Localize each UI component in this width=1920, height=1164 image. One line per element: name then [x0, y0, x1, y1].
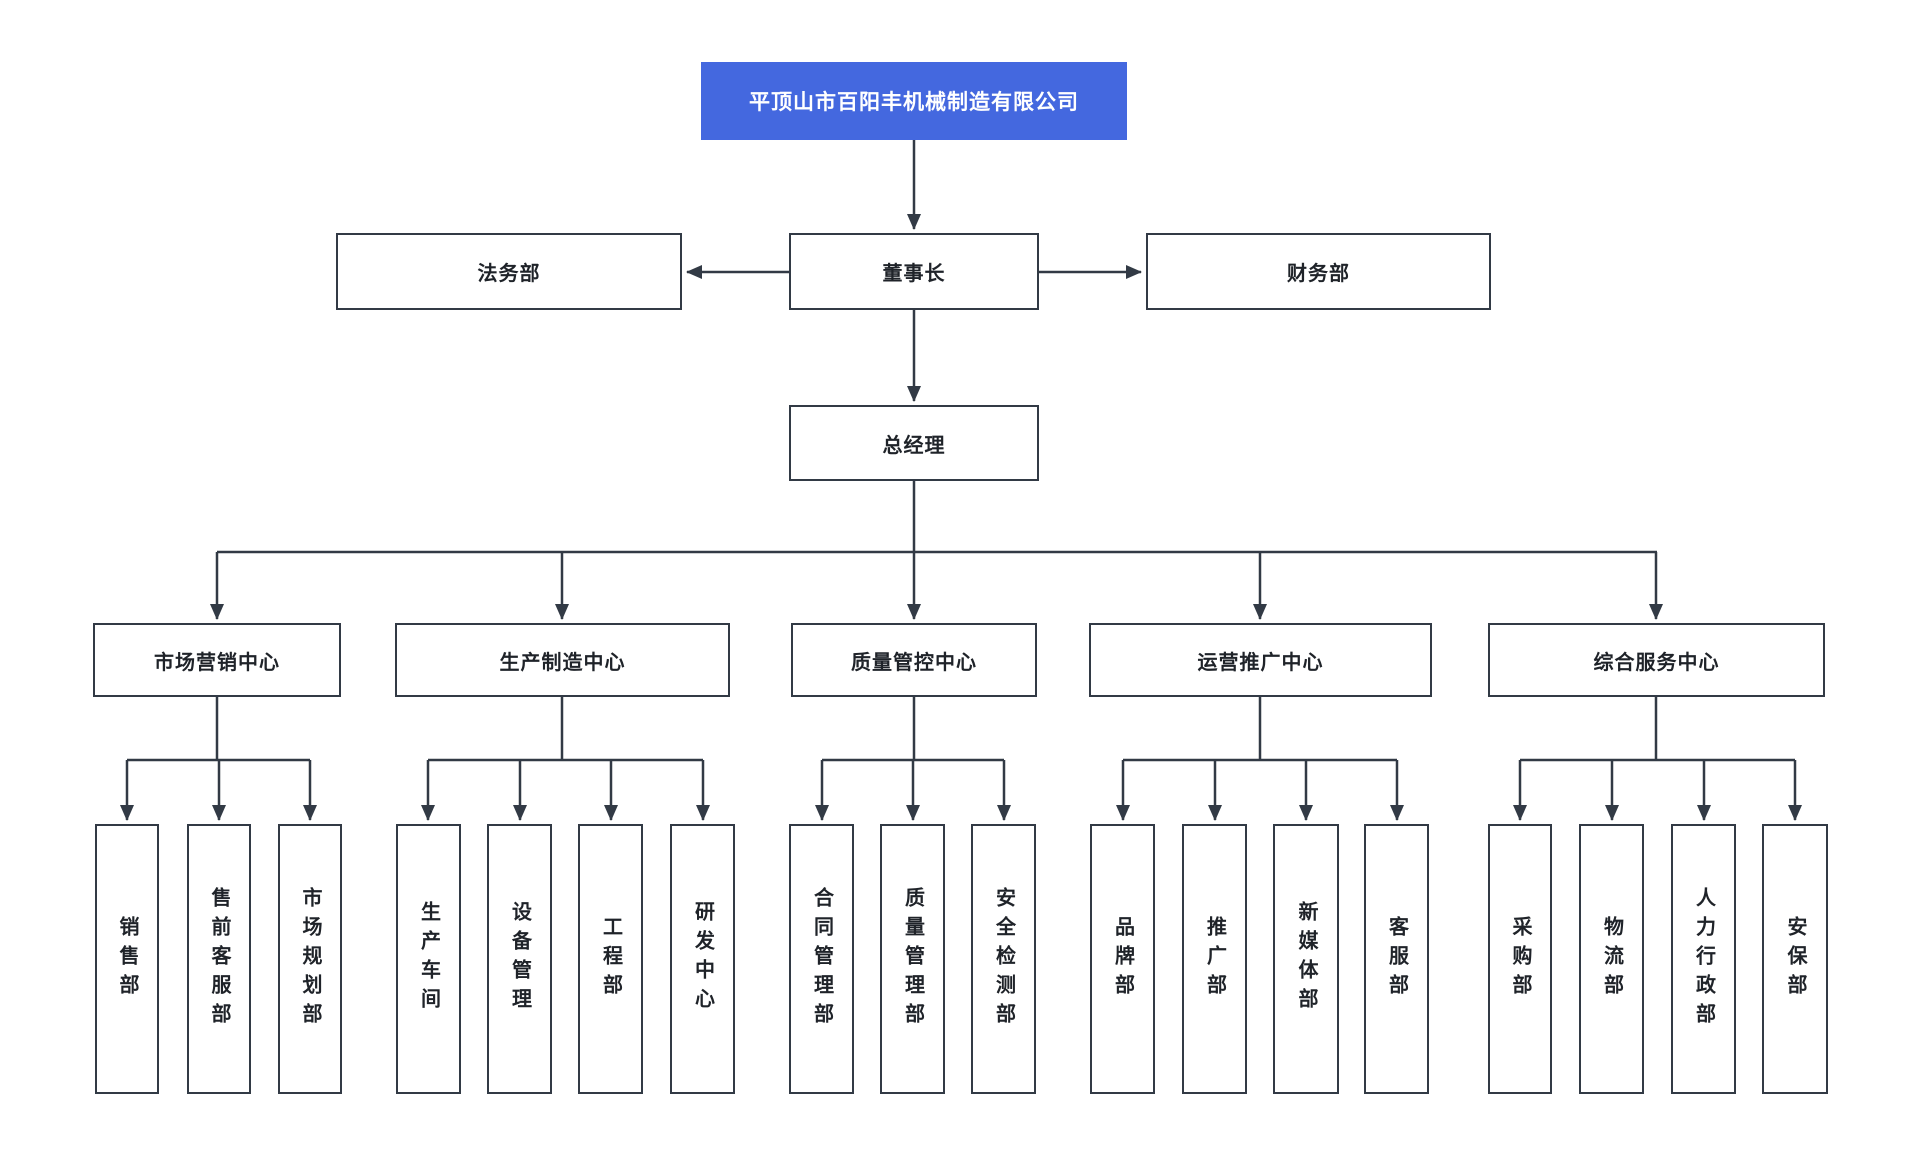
- org-node-center-quality: 质量管控中心: [791, 623, 1037, 697]
- dept-label: 售前客服部: [208, 886, 230, 1032]
- dept-label: 质量管理部: [901, 886, 924, 1032]
- org-node-dept-safety-inspection: 安全检测部: [971, 824, 1036, 1094]
- org-node-finance: 财务部: [1146, 233, 1491, 310]
- org-node-chairman: 董事长: [789, 233, 1039, 310]
- org-node-legal: 法务部: [336, 233, 682, 310]
- org-node-center-marketing: 市场营销中心: [93, 623, 341, 697]
- org-node-dept-security: 安保部: [1762, 824, 1828, 1094]
- org-node-dept-customer-service: 客服部: [1364, 824, 1429, 1094]
- dept-label: 安保部: [1784, 915, 1806, 1003]
- org-node-dept-sales: 销售部: [95, 824, 159, 1094]
- dept-label: 研发中心: [691, 901, 714, 1017]
- dept-label: 客服部: [1385, 915, 1408, 1003]
- dept-label: 新媒体部: [1295, 901, 1317, 1017]
- org-node-company: 平顶山市百阳丰机械制造有限公司: [701, 62, 1127, 140]
- finance-label: 财务部: [1287, 263, 1350, 285]
- center-label: 运营推广中心: [1197, 651, 1324, 674]
- org-node-dept-engineering: 工程部: [578, 824, 643, 1094]
- dept-label: 物流部: [1600, 915, 1623, 1003]
- dept-label: 品牌部: [1111, 915, 1134, 1003]
- org-node-dept-promotion: 推广部: [1182, 824, 1247, 1094]
- center-label: 质量管控中心: [851, 651, 977, 674]
- org-node-dept-presales-service: 售前客服部: [187, 824, 251, 1094]
- org-node-dept-contract-mgmt: 合同管理部: [789, 824, 854, 1094]
- org-node-dept-hr-admin: 人力行政部: [1671, 824, 1736, 1094]
- org-node-dept-market-planning: 市场规划部: [278, 824, 342, 1094]
- org-node-center-production: 生产制造中心: [395, 623, 730, 697]
- dept-label: 采购部: [1509, 915, 1531, 1003]
- dept-label: 市场规划部: [299, 886, 321, 1032]
- org-node-dept-purchasing: 采购部: [1488, 824, 1552, 1094]
- org-node-dept-production-workshop: 生产车间: [396, 824, 461, 1094]
- dept-label: 安全检测部: [992, 886, 1015, 1032]
- org-node-center-operations: 运营推广中心: [1089, 623, 1432, 697]
- center-label: 生产制造中心: [499, 651, 626, 674]
- chairman-label: 董事长: [882, 263, 946, 285]
- center-label: 综合服务中心: [1593, 651, 1720, 674]
- dept-label: 工程部: [599, 915, 622, 1003]
- org-node-dept-equipment-mgmt: 设备管理: [487, 824, 552, 1094]
- org-node-dept-rnd-center: 研发中心: [670, 824, 735, 1094]
- dept-label: 合同管理部: [810, 886, 833, 1032]
- legal-label: 法务部: [477, 263, 541, 285]
- org-node-dept-logistics: 物流部: [1579, 824, 1644, 1094]
- org-node-dept-quality-mgmt: 质量管理部: [880, 824, 945, 1094]
- center-label: 市场营销中心: [154, 651, 280, 674]
- org-node-center-services: 综合服务中心: [1488, 623, 1825, 697]
- dept-label: 人力行政部: [1692, 886, 1715, 1032]
- company-label: 平顶山市百阳丰机械制造有限公司: [749, 91, 1079, 114]
- dept-label: 设备管理: [508, 901, 531, 1017]
- dept-label: 生产车间: [417, 901, 440, 1017]
- dept-label: 销售部: [116, 915, 138, 1003]
- org-node-dept-new-media: 新媒体部: [1273, 824, 1339, 1094]
- general-manager-label: 总经理: [882, 434, 946, 457]
- org-node-dept-brand: 品牌部: [1090, 824, 1155, 1094]
- org-node-general-manager: 总经理: [789, 405, 1039, 481]
- dept-label: 推广部: [1203, 915, 1226, 1003]
